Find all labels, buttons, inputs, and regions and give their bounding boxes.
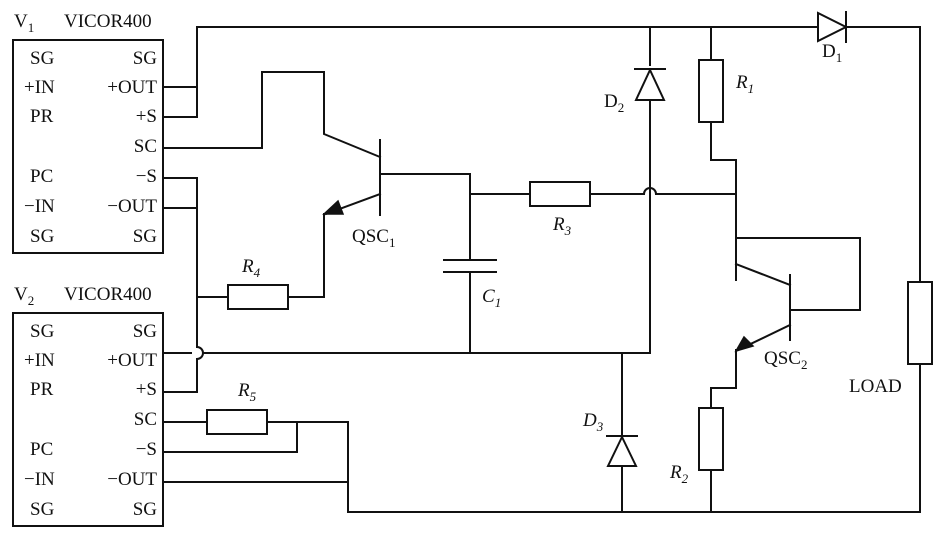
v1-pin-right-1: SG	[133, 48, 158, 69]
v2-pin-left-3: PR	[30, 379, 54, 400]
resistor-r5: R5	[206, 380, 268, 435]
load-body	[907, 281, 933, 365]
v1-pin-left-3: PR	[30, 106, 54, 127]
label-r2: R2	[669, 462, 689, 486]
v2-pin-right-3: +S	[136, 379, 157, 400]
wire-to-v2-sense-plus	[162, 358, 198, 393]
resistor-r1-body	[698, 59, 724, 123]
v2-pin-left-5: PC	[30, 439, 53, 460]
v2-pin-right-4: SC	[134, 409, 157, 430]
wire-top-rail	[162, 26, 819, 88]
v1-pin-left-6: −IN	[24, 196, 55, 217]
v2-pin-left-6: −IN	[24, 469, 55, 490]
v2-pin-right-2: +OUT	[107, 350, 157, 371]
vicor-module-v1: V1 VICOR400 SG +IN PR PC −IN SG SG +OUT …	[12, 11, 164, 254]
v1-pin-left-7: SG	[30, 226, 55, 247]
resistor-r2: R2	[669, 407, 724, 486]
v1-pin-right-6: −OUT	[107, 196, 157, 217]
resistor-r2-body	[698, 407, 724, 471]
wire-q2-to-r2	[710, 349, 737, 409]
label-r5: R5	[237, 380, 257, 404]
resistor-r4-body	[227, 284, 289, 310]
module-v1-title-name: VICOR400	[64, 11, 152, 32]
label-d2: D2	[604, 91, 624, 115]
wire-v1-sense-plus	[162, 86, 198, 118]
resistor-r5-body	[206, 409, 268, 435]
transistor-qsc2: QSC2	[734, 335, 807, 372]
label-r4: R4	[241, 256, 261, 280]
diode-d1: D1	[817, 11, 849, 65]
label-r1: R1	[735, 72, 754, 96]
qsc2-collector-leg	[734, 262, 792, 287]
v1-pin-right-5: −S	[136, 166, 157, 187]
v2-pin-left-7: SG	[30, 499, 55, 520]
diode-d3-body	[606, 434, 638, 467]
module-v2-title-v: V2	[14, 284, 34, 308]
v1-pin-right-7: SG	[133, 226, 158, 247]
label-d3: D3	[582, 410, 604, 434]
v2-pin-left-1: SG	[30, 321, 55, 342]
v1-pin-right-2: +OUT	[107, 77, 157, 98]
qsc1-emitter-arrow	[322, 199, 345, 215]
qsc2-emitter-arrow	[734, 335, 755, 353]
label-qsc2: QSC2	[764, 348, 807, 372]
label-qsc1: QSC1	[352, 226, 395, 250]
v2-pin-right-7: SG	[133, 499, 158, 520]
resistor-r3: R3	[529, 181, 591, 238]
resistor-r3-body	[529, 181, 591, 207]
wire-load-return	[347, 363, 921, 513]
wires	[162, 26, 921, 513]
label-d1: D1	[822, 41, 842, 65]
resistor-r1: R1	[698, 59, 754, 123]
wire-v2-sense-minus	[162, 421, 298, 453]
v1-pin-right-4: SC	[134, 136, 157, 157]
wire-v1-minus-out	[162, 207, 198, 348]
wire-rail-to-load	[845, 26, 921, 283]
v2-pin-right-6: −OUT	[107, 469, 157, 490]
v1-pin-right-3: +S	[136, 106, 157, 127]
wire-r4-to-q1-emitter	[287, 213, 325, 298]
wire-q1-base-node	[379, 173, 471, 261]
module-v1-box	[12, 39, 164, 254]
load-resistor: LOAD	[849, 281, 933, 397]
diode-d3: D3	[582, 410, 638, 467]
label-r3: R3	[552, 214, 572, 238]
transistor-qsc1: QSC1	[322, 199, 395, 250]
label-c1: C1	[482, 286, 501, 310]
wire-v1-sense-minus	[162, 177, 198, 209]
wire-v1-sc-to-q1	[162, 71, 382, 159]
wire-q2-feedback	[735, 237, 861, 311]
v2-pin-left-2: +IN	[24, 350, 55, 371]
diode-d2: D2	[604, 67, 666, 115]
vicor-module-v2: V2 VICOR400 SG +IN PR PC −IN SG SG +OUT …	[12, 284, 164, 527]
label-load: LOAD	[849, 376, 902, 397]
v1-pin-left-2: +IN	[24, 77, 55, 98]
resistor-r4: R4	[227, 256, 289, 310]
diode-d1-body	[817, 11, 849, 43]
module-v2-box	[12, 312, 164, 527]
v1-pin-left-5: PC	[30, 166, 53, 187]
module-v1-title-v: V1	[14, 11, 34, 35]
v2-pin-right-1: SG	[133, 321, 158, 342]
module-v2-title-name: VICOR400	[64, 284, 152, 305]
v1-pin-left-1: SG	[30, 48, 55, 69]
diode-d2-body	[634, 67, 666, 101]
capacitor-c1: C1	[443, 259, 501, 310]
v2-pin-right-5: −S	[136, 439, 157, 460]
wire-r1-bottom	[710, 121, 737, 281]
